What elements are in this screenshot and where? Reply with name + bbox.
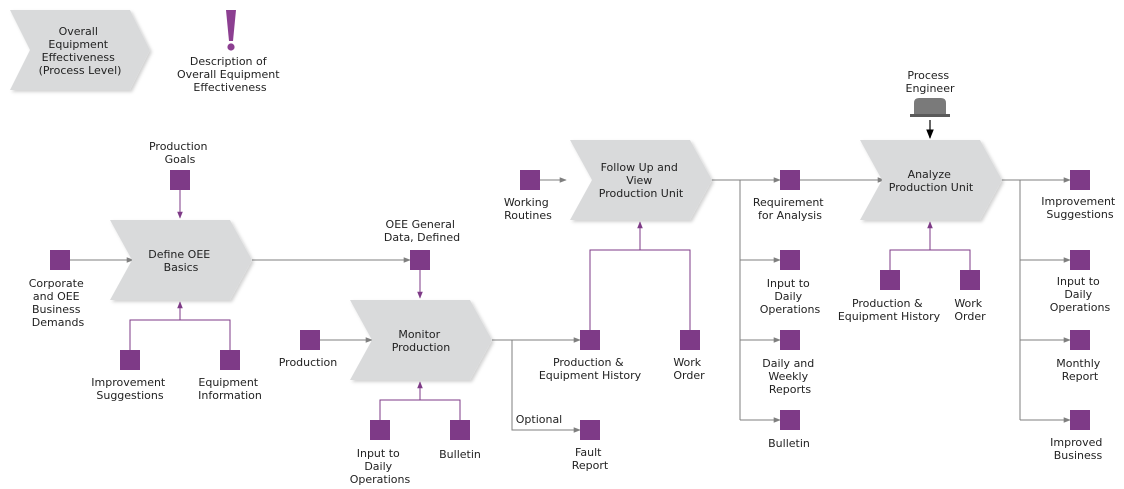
input-daily-operations-out-label: Input to Daily Operations xyxy=(1050,275,1111,314)
improvement-suggestions-out-label: Improvement Suggestions xyxy=(1041,195,1119,221)
follow-up-label: Follow Up and View Production Unit xyxy=(599,161,684,200)
object-work-order-mid[interactable]: Work Order xyxy=(673,330,705,382)
work-order-mid-square xyxy=(680,330,700,350)
description-label: Description of Overall Equipment Effecti… xyxy=(177,55,283,94)
connector-monitor-fault-report xyxy=(510,339,581,433)
process-follow-up[interactable]: Follow Up and View Production Unit xyxy=(570,140,712,220)
connector-analyze-branch xyxy=(1010,179,1021,420)
analyze-label: Analyze Production Unit xyxy=(889,168,974,194)
work-order-right-label: Work Order xyxy=(954,297,986,323)
process-analyze-production-unit[interactable]: Analyze Production Unit xyxy=(860,140,1002,220)
equipment-information-square xyxy=(220,350,240,370)
improvement-suggestions-in-label: Improvement Suggestions xyxy=(91,376,169,402)
process-define-oee-basics[interactable]: Define OEE Basics xyxy=(110,220,252,300)
production-equipment-history-mid-label: Production & Equipment History xyxy=(539,356,642,382)
fault-report-label: Fault Report xyxy=(572,446,609,472)
fault-report-square xyxy=(580,420,600,440)
header-description: Description of Overall Equipment Effecti… xyxy=(177,10,283,94)
object-improvement-suggestions-out[interactable]: Improvement Suggestions xyxy=(1041,170,1119,221)
object-input-daily-operations-in[interactable]: Input to Daily Operations xyxy=(350,420,411,486)
daily-weekly-reports-label: Daily and Weekly Reports xyxy=(762,357,818,396)
production-goals-square xyxy=(170,170,190,190)
process-monitor-production[interactable]: Monitor Production xyxy=(350,300,492,380)
object-production-goals[interactable]: Production Goals xyxy=(149,140,211,190)
improvement-suggestions-out-square xyxy=(1070,170,1090,190)
improved-business-square xyxy=(1070,410,1090,430)
object-corporate-demands[interactable]: Corporate and OEE Business Demands xyxy=(29,250,88,329)
monitor-production-label: Monitor Production xyxy=(392,328,451,354)
analyze-shape xyxy=(860,140,1002,220)
work-order-right-square xyxy=(960,270,980,290)
define-oee-shape xyxy=(110,220,252,300)
object-monthly-report[interactable]: Monthly Report xyxy=(1056,330,1104,383)
object-work-order-right[interactable]: Work Order xyxy=(954,270,986,323)
object-improved-business[interactable]: Improved Business xyxy=(1050,410,1106,462)
bulletin-mid-label: Bulletin xyxy=(768,437,810,450)
object-daily-weekly-reports[interactable]: Daily and Weekly Reports xyxy=(762,330,818,396)
process-engineer-icon xyxy=(910,98,950,117)
object-input-daily-operations-out[interactable]: Input to Daily Operations xyxy=(1050,250,1111,314)
monthly-report-label: Monthly Report xyxy=(1056,357,1104,383)
process-engineer-label: Process Engineer xyxy=(906,69,955,95)
production-equipment-history-right-square xyxy=(880,270,900,290)
object-improvement-suggestions-in[interactable]: Improvement Suggestions xyxy=(91,350,169,402)
corporate-demands-label: Corporate and OEE Business Demands xyxy=(29,277,88,329)
object-production-equipment-history-mid[interactable]: Production & Equipment History xyxy=(539,330,642,382)
daily-weekly-reports-square xyxy=(780,330,800,350)
production-equipment-history-right-label: Production & Equipment History xyxy=(838,297,941,323)
object-bulletin-in[interactable]: Bulletin xyxy=(439,420,481,461)
connector-monitor-bottom-inputs xyxy=(379,399,461,420)
connector-follow-bottom-inputs xyxy=(589,249,691,330)
oee-general-data-label: OEE General Data, Defined xyxy=(384,218,460,244)
connector-follow-branch xyxy=(730,179,741,420)
connector-analyze-bottom-inputs xyxy=(889,249,971,270)
object-equipment-information[interactable]: Equipment Information xyxy=(198,350,262,402)
input-daily-operations-mid-square xyxy=(780,250,800,270)
working-routines-label: Working Routines xyxy=(504,196,552,222)
object-production[interactable]: Production xyxy=(279,330,338,369)
oee-general-data-square xyxy=(410,250,430,270)
connector-define-bottom-inputs xyxy=(129,319,231,350)
production-label: Production xyxy=(279,356,338,369)
corporate-demands-square xyxy=(50,250,70,270)
bulletin-in-square xyxy=(450,420,470,440)
input-daily-operations-in-square xyxy=(370,420,390,440)
production-equipment-history-mid-square xyxy=(580,330,600,350)
header-process-level: Overall Equipment Effectiveness (Process… xyxy=(10,10,150,90)
monitor-production-shape xyxy=(350,300,492,380)
object-bulletin-mid[interactable]: Bulletin xyxy=(768,410,810,450)
production-goals-label: Production Goals xyxy=(149,140,211,166)
input-daily-operations-mid-label: Input to Daily Operations xyxy=(760,277,821,316)
requirement-for-analysis-square xyxy=(780,170,800,190)
exclamation-icon xyxy=(226,10,236,51)
object-oee-general-data[interactable]: OEE General Data, Defined xyxy=(384,218,460,270)
monthly-report-square xyxy=(1070,330,1090,350)
input-daily-operations-out-square xyxy=(1070,250,1090,270)
working-routines-square xyxy=(520,170,540,190)
optional-label: Optional xyxy=(516,413,563,426)
object-production-equipment-history-right[interactable]: Production & Equipment History xyxy=(838,270,941,323)
work-order-mid-label: Work Order xyxy=(673,356,705,382)
improved-business-label: Improved Business xyxy=(1050,436,1106,462)
object-working-routines[interactable]: Working Routines xyxy=(504,170,552,222)
process-engineer: Process Engineer xyxy=(906,69,955,117)
input-daily-operations-in-label: Input to Daily Operations xyxy=(350,447,411,486)
process-level-label: Overall Equipment Effectiveness (Process… xyxy=(39,25,122,77)
process-level-shape xyxy=(10,10,150,90)
bulletin-mid-square xyxy=(780,410,800,430)
object-input-daily-operations-mid[interactable]: Input to Daily Operations xyxy=(760,250,821,316)
requirement-for-analysis-label: Requirement for Analysis xyxy=(753,196,827,222)
bulletin-in-label: Bulletin xyxy=(439,448,481,461)
object-requirement-for-analysis[interactable]: Requirement for Analysis xyxy=(753,170,827,222)
production-square xyxy=(300,330,320,350)
equipment-information-label: Equipment Information xyxy=(198,376,262,402)
follow-up-shape xyxy=(570,140,712,220)
object-fault-report[interactable]: Fault Report xyxy=(572,420,609,472)
improvement-suggestions-in-square xyxy=(120,350,140,370)
define-oee-label: Define OEE Basics xyxy=(148,248,213,274)
